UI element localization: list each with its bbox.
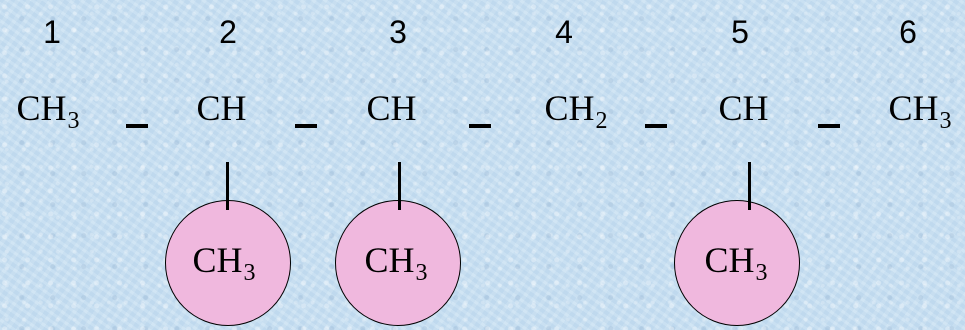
chain-group-4-base: CH	[544, 88, 595, 128]
chain-group-3: CH	[332, 86, 452, 135]
chain-group-6-subscript: 3	[939, 108, 952, 134]
carbon-number-5: 5	[731, 14, 749, 50]
bond-2-3	[295, 124, 317, 128]
carbon-number-1: 1	[43, 14, 61, 50]
carbon-number-4: 4	[555, 14, 573, 50]
bond-1-2	[126, 124, 148, 128]
branch-highlight-circle-5	[674, 200, 800, 326]
branch-group-2-subscript: 3	[243, 260, 256, 286]
chain-group-1: CH3	[0, 86, 108, 135]
carbon-number-3: 3	[389, 14, 407, 50]
chain-group-6: CH3	[860, 86, 965, 135]
bond-3-4	[469, 124, 491, 128]
chain-group-4-subscript: 2	[595, 108, 608, 134]
branch-group-3-subscript: 3	[415, 260, 428, 286]
chain-group-1-base: CH	[16, 88, 67, 128]
carbon-number-6: 6	[899, 14, 917, 50]
chain-group-5-base: CH	[718, 88, 769, 128]
branch-group-2: CH3	[164, 238, 284, 287]
chain-group-2: CH	[162, 86, 282, 135]
chain-group-4: CH2	[516, 86, 636, 135]
chain-group-2-base: CH	[196, 88, 247, 128]
chain-group-5: CH	[684, 86, 804, 135]
branch-group-5: CH3	[676, 238, 796, 287]
branch-group-5-base: CH	[704, 240, 755, 280]
branch-group-3: CH3	[336, 238, 456, 287]
chain-group-6-base: CH	[888, 88, 939, 128]
branch-bond-5	[747, 162, 751, 210]
chain-group-1-subscript: 3	[67, 108, 80, 134]
chain-group-3-base: CH	[366, 88, 417, 128]
bond-4-5	[645, 124, 667, 128]
branch-highlight-circle-3	[335, 200, 461, 326]
branch-group-2-base: CH	[192, 240, 243, 280]
bond-5-6	[818, 124, 840, 128]
branch-bond-3	[397, 162, 401, 210]
branch-group-5-subscript: 3	[755, 260, 768, 286]
carbon-number-2: 2	[219, 14, 237, 50]
branch-bond-2	[225, 162, 229, 210]
branch-group-3-base: CH	[364, 240, 415, 280]
branch-highlight-circle-2	[165, 200, 291, 326]
